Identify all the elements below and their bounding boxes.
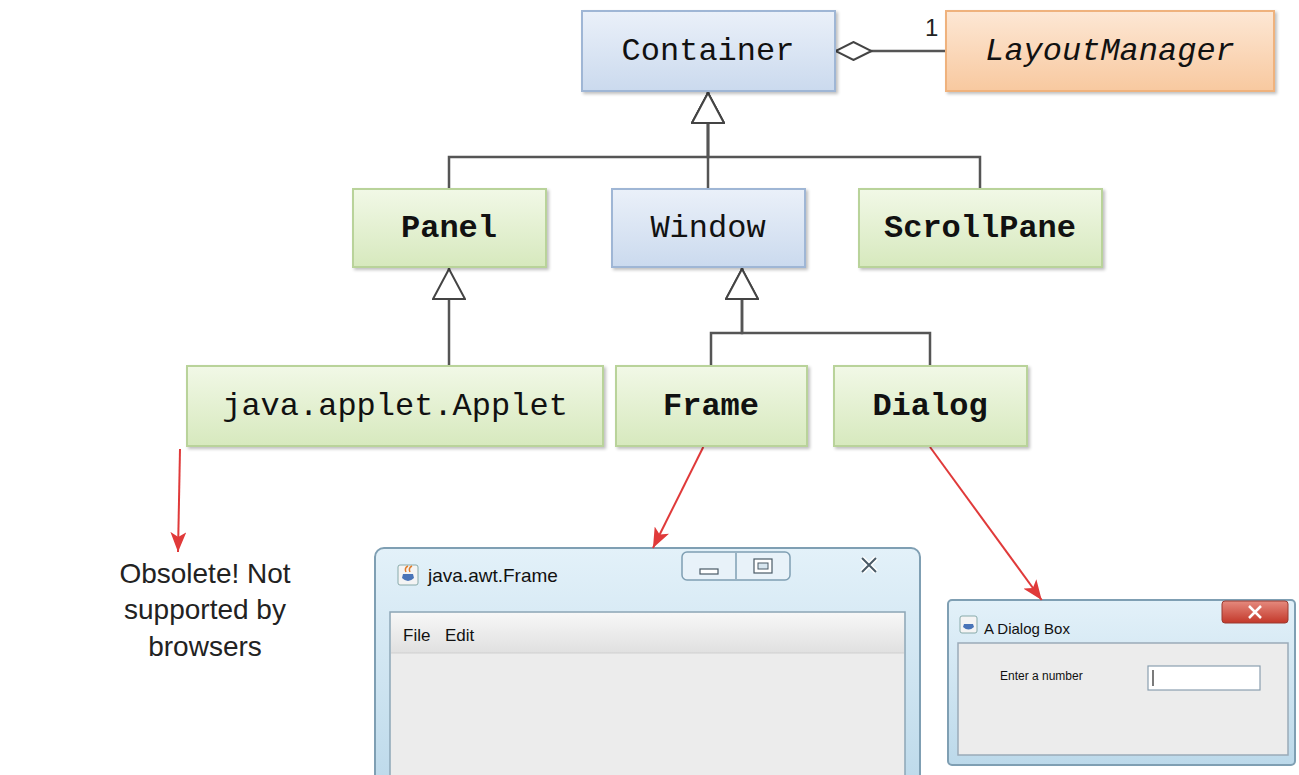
inheritance-line (742, 268, 930, 365)
inheritance-line (448, 268, 451, 365)
field-label: Enter a number (1000, 669, 1083, 683)
class-name: LayoutManager (985, 33, 1235, 70)
interface-box: LayoutManager (945, 10, 1275, 92)
class-name: Window (650, 210, 765, 247)
multiplicity-label: 1 (923, 14, 940, 42)
class-name: ScrollPane (884, 210, 1076, 247)
note-text: Obsolete! Not supported by browsers (80, 556, 330, 665)
class-box: Container (581, 10, 836, 92)
class-box: Panel (352, 188, 547, 268)
inheritance-line (711, 268, 742, 365)
pointer-arrow (930, 447, 1042, 600)
menu-item: Edit (445, 626, 474, 646)
window-title: A Dialog Box (984, 620, 1070, 637)
class-name: Panel (401, 210, 497, 247)
dialog-window-illustration (948, 600, 1295, 765)
pointer-arrow (653, 447, 703, 548)
class-box: Frame (615, 365, 808, 447)
class-name: Dialog (872, 388, 987, 425)
inheritance-line (449, 92, 708, 188)
frame-window: java.awt.FrameFile Edit (375, 548, 920, 775)
window-title: java.awt.Frame (428, 565, 558, 587)
menu-item: File (403, 626, 430, 646)
class-box: Window (611, 188, 806, 268)
class-box: ScrollPane (858, 188, 1103, 268)
frame-window-illustration (375, 548, 920, 775)
class-name: Container (622, 33, 795, 70)
class-name: Frame (663, 388, 759, 425)
dialog-window: A Dialog BoxEnter a number (948, 600, 1295, 765)
class-name: java.applet.Applet (222, 388, 568, 425)
inheritance-line (708, 92, 980, 188)
leader-arrow (178, 449, 180, 552)
class-box: java.applet.Applet (186, 365, 604, 447)
class-box: Dialog (833, 365, 1028, 447)
aggregation-line (836, 50, 946, 53)
